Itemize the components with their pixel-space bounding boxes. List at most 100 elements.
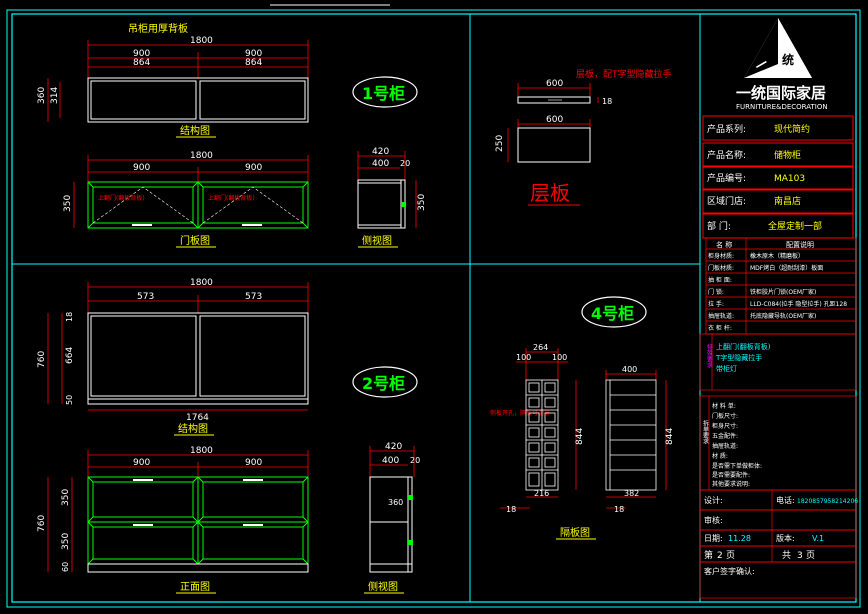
- cabinet1-dim-height-outer: 360: [37, 87, 47, 104]
- config-desc: MDF烤白（超耐刮漆）板面: [750, 264, 823, 272]
- cabinet1-side-dim-gap: 20: [400, 159, 410, 168]
- cabinet4-dim-a: 100: [516, 353, 531, 362]
- cabinet4-right-dim-foot: 18: [614, 505, 624, 514]
- cabinet2-front-dim-half-b: 900: [245, 458, 262, 468]
- cabinet4-dim-top: 264: [533, 343, 548, 352]
- cabinet1-side-dim-height: 350: [417, 194, 427, 211]
- cabinet2-dim-h1: 18: [65, 312, 74, 322]
- cabinet2-front-dim-row1: 350: [61, 489, 71, 506]
- cabinet2-front-dim-overall: 1800: [190, 446, 213, 456]
- cabinet1-structure: [87, 77, 309, 123]
- shelf-section: 层板，配T字型隐藏拉手 600 18 600 250 层板: [495, 68, 672, 206]
- cabinet1-dim-half-a: 900: [133, 49, 150, 59]
- title-block: 统 一 一统国际家居 FURNITURE&DECORATION 产品系列: 现代…: [699, 18, 858, 599]
- cabinet1-handle-b: [242, 224, 262, 226]
- date-value: 11.28: [728, 534, 751, 543]
- config-desc: 橡木原木（精磨板）: [750, 252, 804, 260]
- page-unit: 页: [726, 550, 735, 561]
- cabinet1-handle-a: [132, 224, 152, 226]
- cabinet1-dim-overall: 1800: [190, 36, 213, 46]
- company-logo: 统 一: [744, 18, 812, 78]
- config-header-name: 名 称: [716, 240, 732, 249]
- cabinet4-right-dim-bottom: 382: [624, 489, 639, 498]
- cabinet2-side-caption: 侧视图: [368, 580, 398, 593]
- config-desc: LLD-C084(拉手 隐型拉手) 孔距128: [750, 300, 847, 308]
- cabinet1-dim-height-inner: 314: [50, 87, 60, 104]
- product-info-rows: 产品系列: 现代简约 产品名称: 储物柜 产品编号: MA103 区域门店: 南…: [707, 123, 822, 232]
- lower-row: 抽屉轨道:: [712, 442, 738, 450]
- cabinet1-side-caption: 侧视图: [362, 234, 392, 247]
- lower-row: 材 料 单:: [712, 402, 736, 410]
- cabinet1-badge-text: 1号柜: [362, 84, 405, 103]
- shelf-dim-width-a: 600: [546, 79, 563, 89]
- special-note: 上翻门(翻板背板): [716, 342, 771, 351]
- total-label: 共: [782, 550, 791, 561]
- shelf-front-view: [517, 127, 591, 163]
- lower-row: 材 质:: [712, 452, 728, 460]
- cabinet2-side-view: [369, 476, 413, 573]
- cabinet4-caption: 隔板图: [560, 526, 590, 539]
- config-header-desc: 配置说明: [786, 240, 814, 249]
- cabinet1-section: 吊柜用厚背板 1800 900 900 864 864 360 314 结构图: [37, 22, 427, 248]
- config-desc: 托底隐藏导轨(OEM厂家): [750, 312, 816, 320]
- config-name: 抽 柜 面:: [708, 276, 732, 284]
- cabinet2-side-dim-overall: 420: [385, 442, 402, 452]
- shelf-label: 层板: [530, 181, 570, 205]
- row-store-label: 区域门店:: [707, 195, 746, 207]
- cabinet1-door-note-a: 上翻门(翻板背板): [98, 194, 145, 202]
- cabinet2-dim-height-outer: 760: [37, 351, 47, 368]
- shelf-note: 层板，配T字型隐藏拉手: [576, 68, 672, 80]
- cabinet1-struct-caption: 结构图: [180, 124, 210, 137]
- cabinet1-side-dim-depth: 400: [372, 159, 389, 169]
- shelf-dim-width-b: 600: [546, 115, 563, 125]
- shelf-top-view: [517, 96, 591, 104]
- cabinet2-front-doors: [87, 476, 309, 565]
- total-unit: 页: [806, 550, 815, 561]
- company-name-en: FURNITURE&DECORATION: [736, 103, 828, 111]
- config-desc: 铁柜胶片门锁(OEM厂家): [750, 288, 816, 296]
- company-name: 一统国际家居: [736, 84, 826, 102]
- cabinet2-dim-h3: 50: [65, 395, 74, 405]
- config-name: 门板材质:: [708, 264, 734, 272]
- cabinet4-dim-bottom: 216: [534, 489, 549, 498]
- lower-row: 五金配件:: [712, 432, 738, 440]
- cabinet1-badge: 1号柜: [352, 76, 418, 108]
- row-name-value: 储物柜: [774, 149, 801, 161]
- cabinet2-side-dim-gap: 20: [410, 456, 420, 465]
- total-value: 3: [797, 551, 803, 561]
- cabinet2-section: 1800 573 573 760 18 664 50 1764 结构图 2号柜 …: [37, 278, 420, 594]
- row-store-value: 南昌店: [774, 195, 801, 207]
- cabinet2-dim-h2: 664: [65, 347, 75, 364]
- cabinet4-section: 4号柜 264 100 100 844 216 18 侧板开孔，隔板可调节: [490, 296, 675, 540]
- cabinet2-front-dim-base: 60: [61, 562, 70, 572]
- phone-value: 1820857958214206: [797, 498, 858, 505]
- cabinet2-dim-right: 573: [245, 292, 262, 302]
- cabinet1-door-dim-half-a: 900: [133, 163, 150, 173]
- config-rows: 柜身材质: 橡木原木（精磨板） 门板材质: MDF烤白（超耐刮漆）板面 抽 柜 …: [708, 252, 847, 332]
- config-name: 门 锁:: [708, 288, 724, 296]
- lower-row: 其他要求说明:: [712, 480, 750, 488]
- cabinet1-door-dim-overall: 1800: [190, 151, 213, 161]
- cabinet1-door-dim-half-b: 900: [245, 163, 262, 173]
- date-label: 日期:: [704, 534, 723, 543]
- lower-label: 拆单要求: [702, 419, 709, 444]
- cabinet2-struct-caption: 结构图: [178, 422, 208, 435]
- config-name: 柜身材质:: [708, 252, 734, 260]
- cabinet1-door-caption: 门板图: [180, 234, 210, 247]
- shelf-dim-height: 250: [495, 135, 505, 152]
- cabinet4-dim-foot: 18: [506, 505, 516, 514]
- cabinet2-dim-left: 573: [137, 292, 154, 302]
- cabinet2-badge-text: 2号柜: [362, 374, 405, 393]
- special-note: T字型隐藏拉手: [715, 353, 762, 362]
- cabinet2-dim-bottom: 1764: [186, 413, 209, 423]
- row-series-value: 现代简约: [774, 123, 810, 135]
- special-note: 带柜灯: [716, 364, 737, 373]
- row-dept-label: 部 门:: [707, 220, 731, 232]
- check-label: 审核:: [704, 515, 723, 525]
- cabinet2-front-caption: 正面图: [180, 581, 210, 593]
- cabinet2-side-dim-depth: 400: [382, 456, 399, 466]
- cabinet1-dim-inner-b: 864: [245, 58, 262, 68]
- row-series-label: 产品系列:: [707, 123, 746, 135]
- cabinet4-left-view: [525, 379, 559, 491]
- logo-char: 统: [782, 52, 794, 67]
